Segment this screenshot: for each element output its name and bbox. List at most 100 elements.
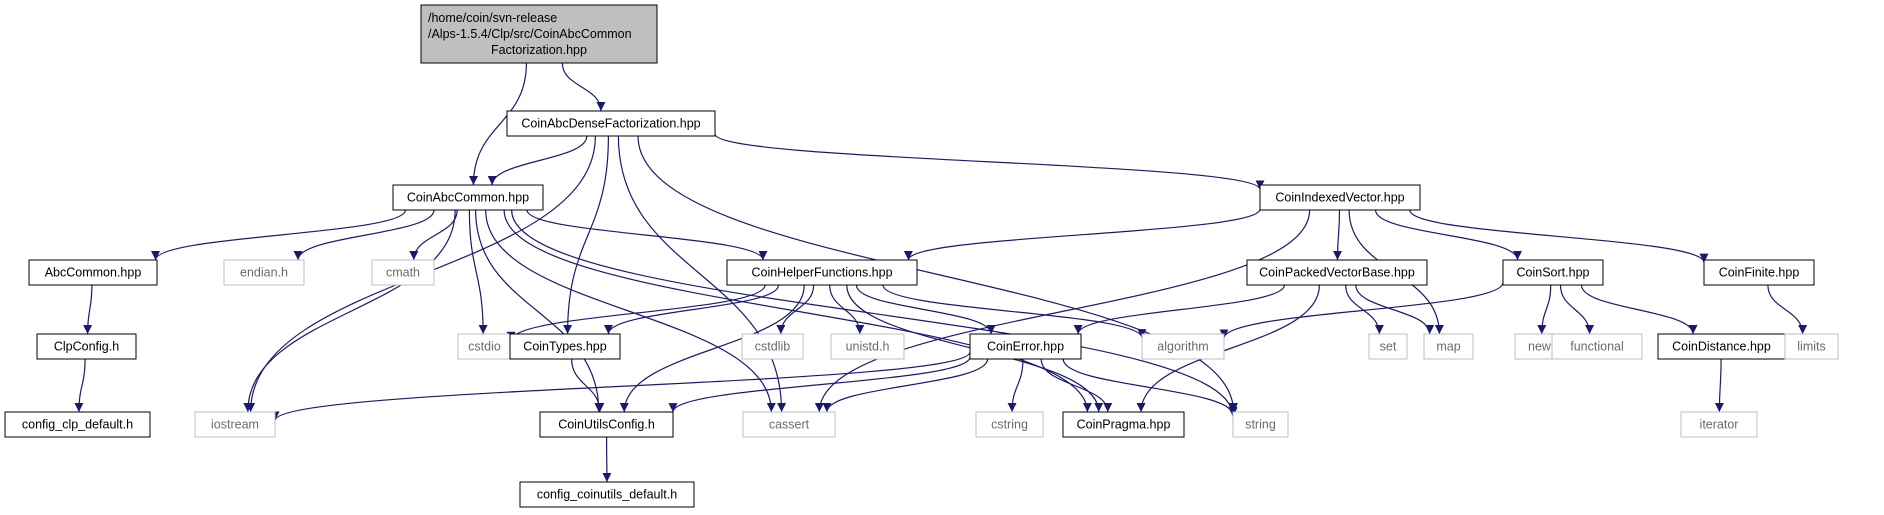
node-label: cstring	[991, 418, 1028, 432]
node-densefact[interactable]: CoinAbcDenseFactorization.hpp	[506, 110, 716, 137]
node-label: map	[1436, 340, 1460, 354]
node-algorithm: algorithm	[1141, 333, 1225, 360]
node-label: /Alps-1.5.4/Clp/src/CoinAbcCommon	[428, 27, 632, 41]
node-box	[1551, 333, 1643, 360]
node-cmath: cmath	[371, 259, 435, 286]
edge-indexedvector-to-coinfinite	[1409, 209, 1709, 263]
node-endian: endian.h	[223, 259, 305, 286]
edge-abccommonhpp-to-helperfunctions	[526, 209, 768, 261]
node-box	[741, 333, 804, 360]
edge-packedvectorbase-to-coinerror	[1073, 284, 1285, 335]
node-box	[36, 333, 137, 360]
node-box	[1062, 411, 1185, 438]
edge-densefact-to-cassert	[617, 135, 787, 413]
node-label: ClpConfig.h	[54, 340, 119, 354]
node-configcoinutils[interactable]: config_coinutils_default.h	[519, 481, 695, 508]
node-abccommon[interactable]: AbcCommon.hpp	[28, 259, 158, 286]
node-coinsort[interactable]: CoinSort.hpp	[1502, 259, 1604, 286]
edge-packedvectorbase-to-map	[1355, 284, 1435, 335]
node-label: algorithm	[1157, 340, 1208, 354]
node-packedvectorbase[interactable]: CoinPackedVectorBase.hpp	[1246, 259, 1428, 286]
node-label: CoinSort.hpp	[1517, 266, 1590, 280]
node-label: set	[1380, 340, 1397, 354]
node-unistd: unistd.h	[830, 333, 905, 360]
node-box	[223, 259, 305, 286]
node-box	[28, 259, 158, 286]
node-box	[539, 411, 674, 438]
node-box	[194, 411, 276, 438]
edge-packedvectorbase-to-set	[1345, 284, 1384, 335]
edge-coinerror-to-cassert	[822, 358, 989, 413]
node-label: CoinPackedVectorBase.hpp	[1259, 266, 1415, 280]
node-box	[392, 184, 544, 211]
node-map: map	[1423, 333, 1474, 360]
node-iostream: iostream	[194, 411, 276, 438]
node-box	[969, 333, 1082, 360]
node-coinpragma[interactable]: CoinPragma.hpp	[1062, 411, 1185, 438]
node-cstring: cstring	[975, 411, 1044, 438]
edge-coinsort-to-functional	[1559, 284, 1595, 335]
node-box	[742, 411, 836, 438]
node-label: CoinError.hpp	[987, 340, 1064, 354]
node-label: CoinAbcDenseFactorization.hpp	[521, 117, 700, 131]
node-string: string	[1232, 411, 1289, 438]
node-label: CoinHelperFunctions.hpp	[751, 266, 892, 280]
node-box	[4, 411, 151, 438]
node-box	[1259, 184, 1421, 211]
edge-coinerror-to-coinpragma	[1040, 358, 1113, 413]
edge-coindistance-to-iterator	[1714, 358, 1724, 413]
node-box	[1232, 411, 1289, 438]
node-box	[1246, 259, 1428, 286]
edge-indexedvector-to-coinsort	[1374, 209, 1522, 261]
node-coinutilsconfig[interactable]: CoinUtilsConfig.h	[539, 411, 674, 438]
edge-helperfunctions-to-algorithm	[882, 284, 1147, 339]
edge-abccommonhpp-to-coinutilsconfig	[475, 209, 604, 413]
node-cstdio: cstdio	[457, 333, 512, 360]
node-cointypes[interactable]: CoinTypes.hpp	[509, 333, 621, 360]
node-box	[1784, 333, 1839, 360]
node-configclp[interactable]: config_clp_default.h	[4, 411, 151, 438]
node-box	[420, 4, 658, 64]
edge-coinfinite-to-limits	[1767, 284, 1808, 335]
node-box	[371, 259, 435, 286]
node-functional: functional	[1551, 333, 1643, 360]
node-label: iterator	[1700, 418, 1739, 432]
node-limits: limits	[1784, 333, 1839, 360]
node-abccommonhpp[interactable]: CoinAbcCommon.hpp	[392, 184, 544, 211]
node-box	[509, 333, 621, 360]
node-label: functional	[1570, 340, 1624, 354]
node-label: new	[1528, 340, 1552, 354]
node-root[interactable]: /home/coin/svn-release/Alps-1.5.4/Clp/sr…	[420, 4, 658, 64]
edge-coinsort-to-coindistance	[1580, 284, 1698, 335]
edge-helperfunctions-to-coinerror	[855, 284, 996, 335]
node-layer: /home/coin/svn-release/Alps-1.5.4/Clp/sr…	[4, 4, 1839, 508]
node-box	[1680, 411, 1758, 438]
node-helperfunctions[interactable]: CoinHelperFunctions.hpp	[726, 259, 918, 286]
node-label: cstdio	[468, 340, 501, 354]
edge-coinerror-to-cstring	[1007, 358, 1024, 413]
node-coindistance[interactable]: CoinDistance.hpp	[1657, 333, 1786, 360]
node-label: string	[1245, 418, 1276, 432]
edge-cointypes-to-coinutilsconfig	[571, 358, 605, 413]
edge-abccommonhpp-to-endian	[293, 209, 435, 261]
edge-abccommonhpp-to-string	[511, 209, 1238, 417]
node-label: endian.h	[240, 266, 288, 280]
node-clpconfig[interactable]: ClpConfig.h	[36, 333, 137, 360]
node-label: CoinUtilsConfig.h	[558, 418, 655, 432]
node-box	[1703, 259, 1815, 286]
node-coinfinite[interactable]: CoinFinite.hpp	[1703, 259, 1815, 286]
node-box	[726, 259, 918, 286]
edge-coinerror-to-iostream	[270, 351, 971, 421]
edge-packedvectorbase-to-coinpragma	[1136, 284, 1321, 413]
node-box	[830, 333, 905, 360]
node-indexedvector[interactable]: CoinIndexedVector.hpp	[1259, 184, 1421, 211]
edge-coinerror-to-string	[1062, 358, 1238, 416]
node-label: /home/coin/svn-release	[428, 11, 557, 25]
edge-abccommonhpp-to-cassert	[485, 209, 776, 413]
node-label: iostream	[211, 418, 259, 432]
edge-helperfunctions-to-cstdlib	[776, 284, 815, 335]
edge-coinsort-to-algorithm	[1219, 282, 1504, 339]
node-coinerror[interactable]: CoinError.hpp	[969, 333, 1082, 360]
node-cstdlib: cstdlib	[741, 333, 804, 360]
